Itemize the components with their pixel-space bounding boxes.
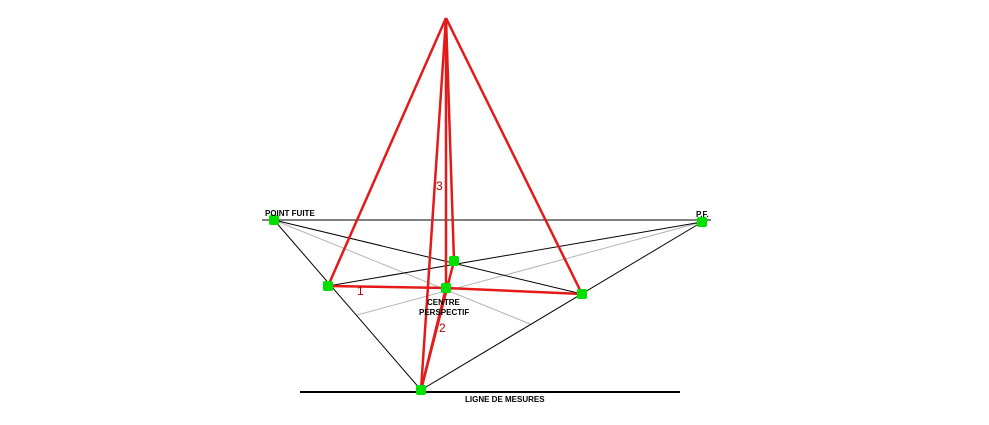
label-edge-3: 3 [436, 179, 443, 193]
edge-apex-back [444, 17, 456, 262]
point-bottom [416, 385, 426, 395]
light-line-left-vp-to-right-corner [273, 219, 531, 325]
edge-apex-bottom [419, 17, 448, 391]
label-perspectif: PERSPECTIF [419, 308, 469, 317]
label-ligne-de-mesures: LIGNE DE MESURES [465, 395, 545, 404]
solid-edges [326, 17, 584, 391]
edge-apex-right [444, 17, 584, 295]
edge-back-bottom [419, 260, 456, 391]
point-left-vanishing [269, 215, 279, 225]
label-centre: CENTRE [427, 298, 461, 307]
line-right-vp-to-bottom [420, 221, 703, 391]
point-left-corner [323, 281, 333, 291]
light-line-right-vp-to-left-corner [356, 221, 703, 316]
edge-apex-left [326, 17, 448, 287]
line-right-vp-to-left-corner [327, 221, 703, 287]
construction-lines [273, 219, 703, 391]
label-point-fuite: POINT FUITE [265, 209, 315, 218]
line-left-vp-to-bottom [273, 219, 422, 391]
points [269, 215, 707, 395]
point-back-corner [449, 256, 459, 266]
point-centre [441, 283, 451, 293]
label-pf: P.F. [696, 210, 709, 219]
point-right-vanishing [697, 217, 707, 227]
label-edge-2: 2 [439, 321, 446, 335]
light-construction-lines [273, 219, 703, 325]
label-edge-1: 1 [357, 284, 364, 298]
edge-centre-right [445, 286, 583, 296]
line-left-vp-to-right-corner [273, 219, 583, 295]
edge-left-centre [327, 284, 447, 290]
point-right-corner [577, 289, 587, 299]
